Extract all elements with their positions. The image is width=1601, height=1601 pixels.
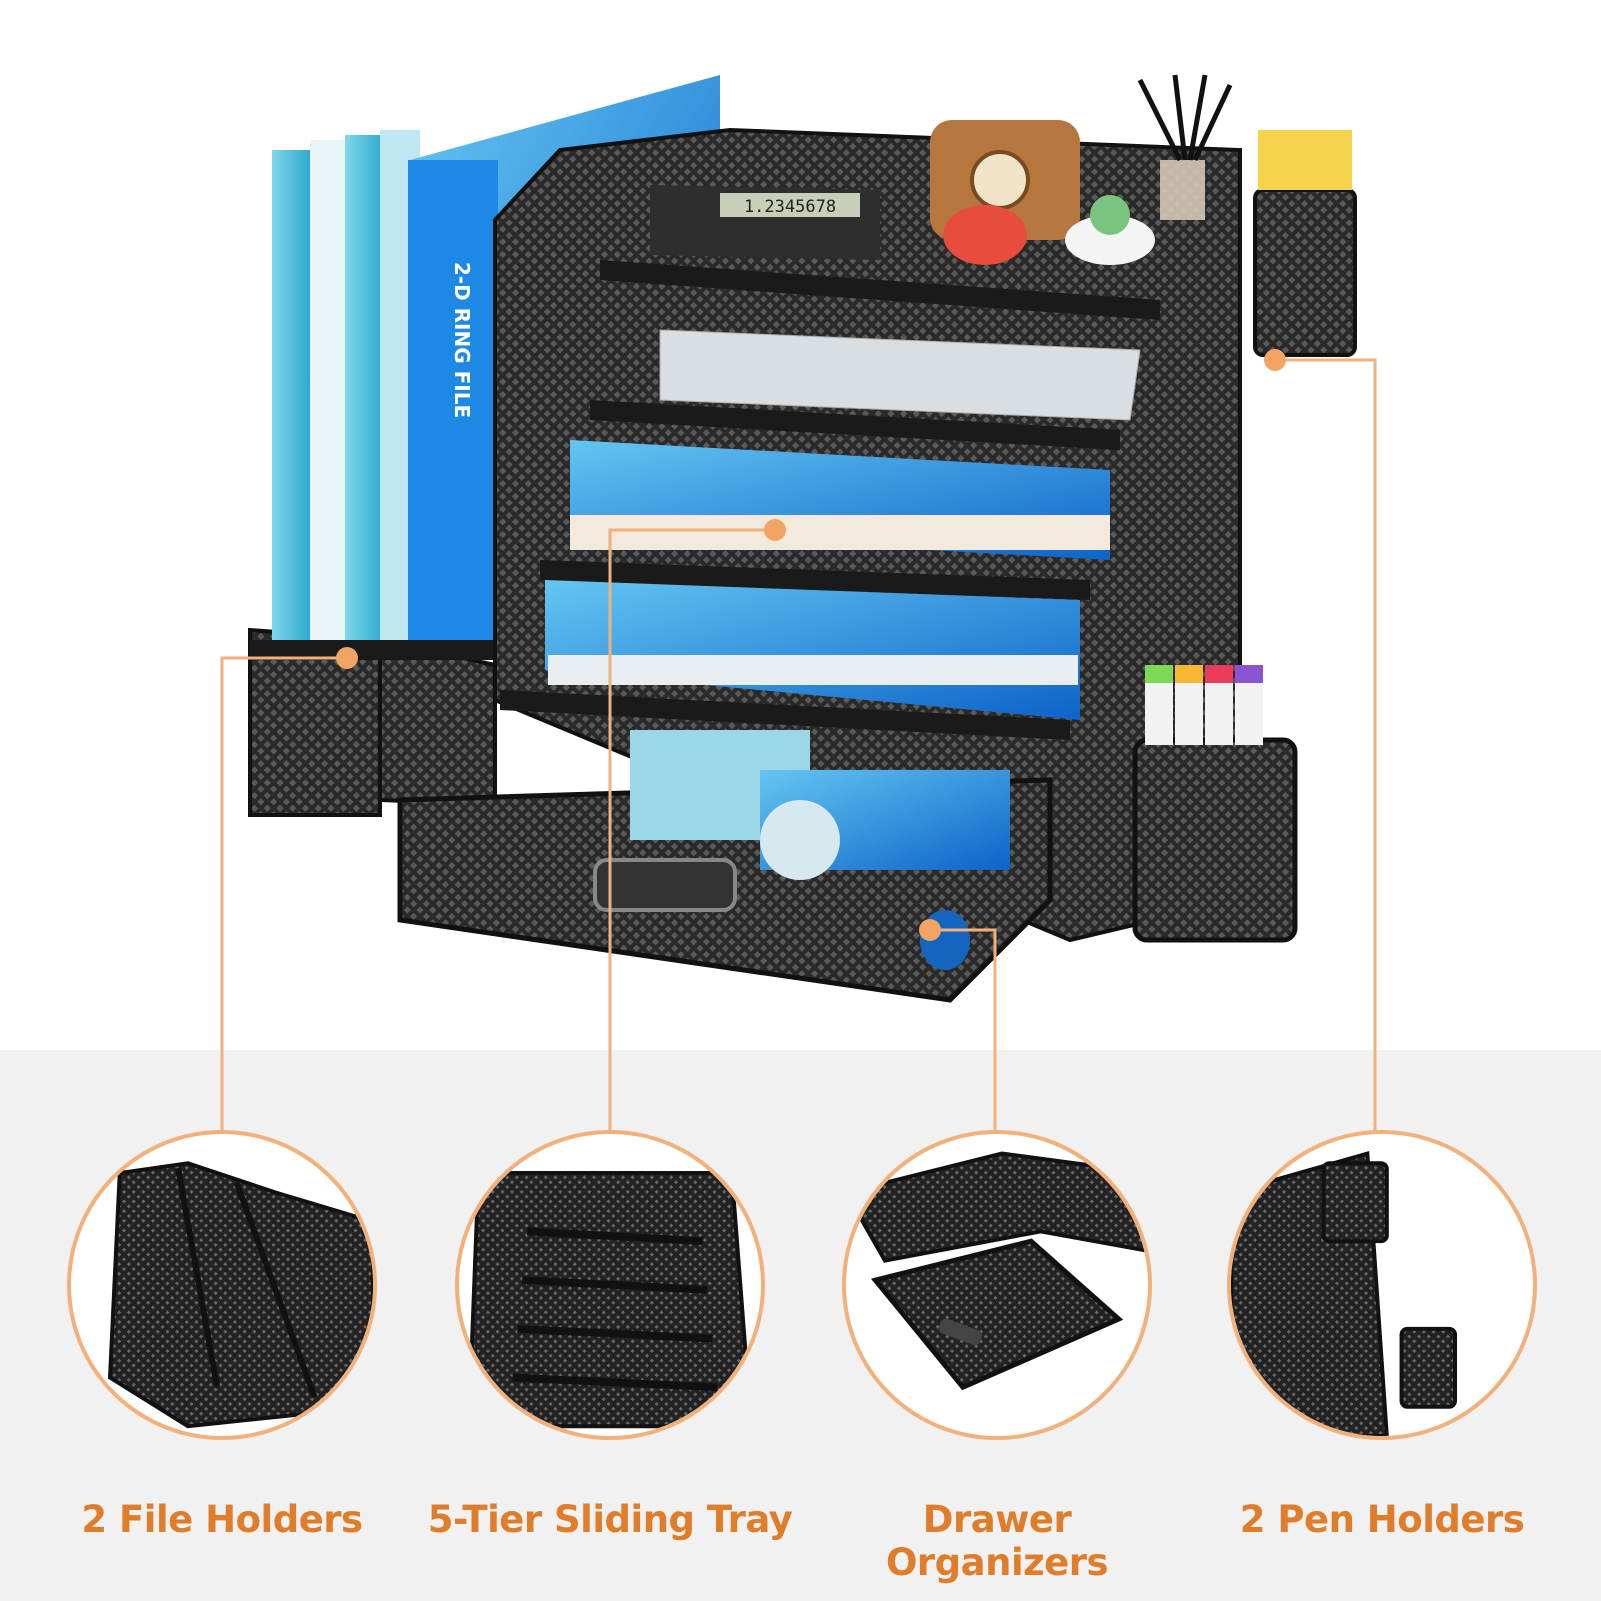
sliding-tray-closeup [455, 1130, 765, 1440]
pen-holders [1132, 130, 1357, 943]
callout-connectors [220, 358, 1377, 1050]
feature-label-drawer-organizers: Drawer Organizers [885, 1498, 1109, 1584]
desk-organizer-illustration: 2-D RING FILE 1.2345678 [220, 74, 1377, 1050]
top-decor: 1.2345678 [650, 74, 1233, 265]
drawer-closeup [842, 1130, 1152, 1440]
drawer [397, 730, 1053, 1003]
feature-label-sliding-tray: 5-Tier Sliding Tray [427, 1498, 793, 1541]
feature-label-pen-holders: 2 Pen Holders [1239, 1498, 1525, 1541]
feature-label-file-holders: 2 File Holders [81, 1498, 363, 1541]
pen-holder-closeup [1227, 1130, 1537, 1440]
calculator-display: 1.2345678 [744, 197, 836, 217]
callout-dots [336, 349, 1286, 941]
binder-spine-text: 2-D RING FILE [450, 262, 474, 418]
file-holder-closeup [67, 1130, 377, 1440]
